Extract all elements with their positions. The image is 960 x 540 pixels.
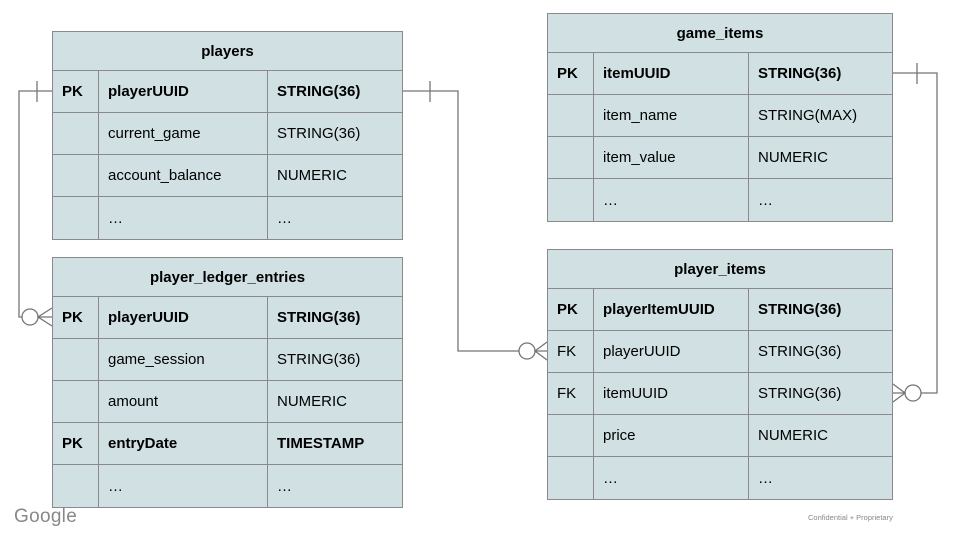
column-type-cell: … [758, 191, 773, 209]
column-type-cell: STRING(36) [758, 343, 842, 360]
column-type-cell: … [758, 469, 773, 487]
column-type-cell: … [277, 209, 292, 227]
table-title: game_items [548, 14, 892, 53]
table-title: player_ledger_entries [53, 258, 402, 297]
column-name-cell: account_balance [99, 155, 268, 196]
key-cell [548, 137, 594, 178]
cardinality-zero-circle [21, 308, 39, 326]
key-cell [548, 179, 594, 221]
column-name-cell: … [594, 457, 749, 499]
key-cell [53, 197, 99, 239]
google-logo: Google [14, 506, 78, 527]
relationship-players-to-player-ledger-entries [18, 81, 53, 327]
crow-foot-icon [533, 341, 548, 361]
connector-line [18, 90, 52, 318]
column-type-cell: NUMERIC [758, 149, 828, 166]
key-cell: PK [53, 71, 99, 112]
cardinality-zero-circle [904, 384, 922, 402]
column-name-cell: price [594, 415, 749, 456]
table-row: item_name STRING(MAX) [548, 95, 892, 137]
column-name-cell: … [99, 197, 268, 239]
table-row: current_game STRING(36) [53, 113, 402, 155]
key-cell: PK [53, 423, 99, 464]
column-name-cell: playerItemUUID [594, 289, 749, 330]
column-type-cell: STRING(36) [758, 301, 842, 318]
key-cell [53, 465, 99, 507]
column-type-cell: NUMERIC [277, 167, 347, 184]
key-cell [53, 381, 99, 422]
relationship-game-items-to-player-items [892, 63, 938, 403]
column-name-cell: current_game [99, 113, 268, 154]
crow-foot-icon [892, 383, 907, 403]
table-title: players [53, 32, 402, 71]
key-cell: PK [548, 289, 594, 330]
key-cell [548, 95, 594, 136]
key-cell [548, 457, 594, 499]
table-row: game_session STRING(36) [53, 339, 402, 381]
key-cell [548, 415, 594, 456]
column-type-cell: STRING(36) [758, 385, 842, 402]
column-type-cell: STRING(36) [277, 309, 361, 326]
key-cell: FK [548, 373, 594, 414]
column-type-cell: STRING(MAX) [758, 107, 858, 124]
table-row: account_balance NUMERIC [53, 155, 402, 197]
column-name-cell: item_name [594, 95, 749, 136]
table-row: amount NUMERIC [53, 381, 402, 423]
table-row: …… [548, 179, 892, 221]
column-name-cell: playerUUID [594, 331, 749, 372]
column-name-cell: itemUUID [594, 53, 749, 94]
column-name-cell: game_session [99, 339, 268, 380]
key-cell: PK [548, 53, 594, 94]
column-type-cell: NUMERIC [758, 427, 828, 444]
connector-line [893, 72, 938, 394]
key-cell [53, 155, 99, 196]
column-type-cell: STRING(36) [277, 351, 361, 368]
table-row: …… [53, 197, 402, 239]
column-type-cell: STRING(36) [758, 65, 842, 82]
table-row: …… [53, 465, 402, 507]
crow-foot-icon [36, 307, 53, 327]
key-cell: PK [53, 297, 99, 338]
column-type-cell: TIMESTAMP [277, 435, 365, 452]
column-name-cell: playerUUID [99, 297, 268, 338]
table-row: price NUMERIC [548, 415, 892, 457]
column-name-cell: amount [99, 381, 268, 422]
column-name-cell: itemUUID [594, 373, 749, 414]
column-type-cell: STRING(36) [277, 83, 361, 100]
column-name-cell: entryDate [99, 423, 268, 464]
table-title: player_items [548, 250, 892, 289]
column-name-cell: playerUUID [99, 71, 268, 112]
column-name-cell: … [99, 465, 268, 507]
column-type-cell: STRING(36) [277, 125, 361, 142]
column-type-cell: … [277, 477, 292, 495]
relationship-players-to-player-items [403, 81, 548, 361]
table-row: …… [548, 457, 892, 499]
connector-line [403, 90, 519, 352]
key-cell [53, 113, 99, 154]
table-row: item_value NUMERIC [548, 137, 892, 179]
key-cell: FK [548, 331, 594, 372]
column-name-cell: … [594, 179, 749, 221]
classification-label: Confidential + Proprietary [808, 513, 893, 522]
cardinality-zero-circle [518, 342, 536, 360]
column-type-cell: NUMERIC [277, 393, 347, 410]
key-cell [53, 339, 99, 380]
column-name-cell: item_value [594, 137, 749, 178]
